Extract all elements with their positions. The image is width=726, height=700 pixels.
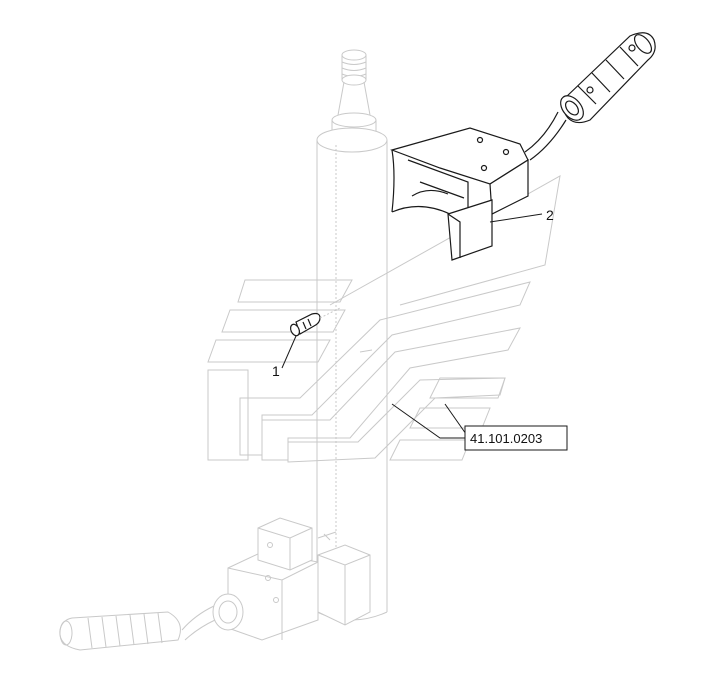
screw — [289, 307, 341, 337]
leader-reference — [391, 403, 466, 439]
lower-switch-housing — [227, 517, 371, 641]
reference-panels — [207, 175, 561, 463]
reference-box — [464, 425, 568, 451]
leader-item-1 — [281, 335, 297, 369]
steering-column-shaft — [316, 49, 388, 621]
leader-item-2 — [489, 213, 543, 223]
callout-item-1: 1 — [272, 363, 280, 379]
combination-switch — [390, 32, 656, 261]
leader-lines — [281, 213, 543, 439]
lower-lever-grip — [59, 593, 244, 651]
reference-number[interactable]: 41.101.0203 — [470, 431, 542, 446]
callout-item-2: 2 — [546, 207, 554, 223]
